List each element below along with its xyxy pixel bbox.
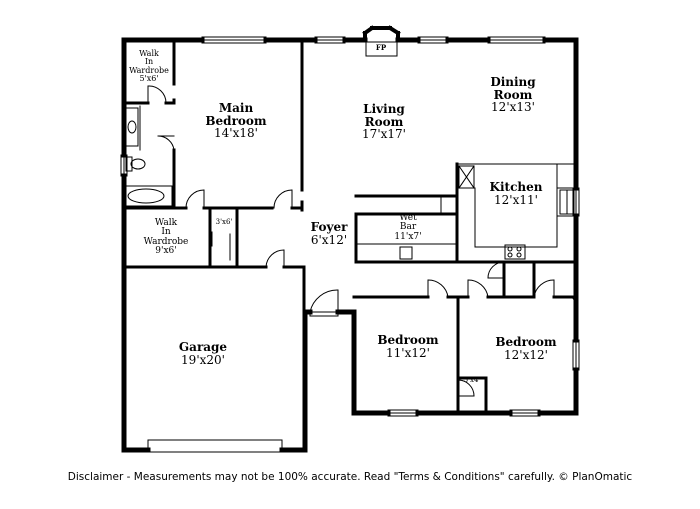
living-room-label: Living Room 17'x17': [362, 102, 406, 142]
bedroom-2-label: Bedroom 11'x12': [377, 333, 439, 360]
fireplace-hearth: [365, 41, 398, 57]
walk-in-wardrobe-bottom-label: Walk In Wardrobe 9'x6': [143, 218, 189, 257]
main-bedroom-label: Main Bedroom 14'x18': [205, 101, 267, 141]
disclaimer-text: Disclaimer - Measurements may not be 100…: [67, 471, 633, 483]
garage-label: Garage 19'x20': [178, 340, 228, 367]
exterior-walls: [121, 37, 579, 453]
hall-closet-label: 3'x6': [215, 218, 233, 226]
bath-fixtures: [125, 105, 173, 207]
bedroom-3-label: Bedroom 12'x12': [495, 335, 557, 362]
doors: [147, 85, 577, 397]
fireplace-label: FP: [375, 43, 387, 52]
wet-bar-label: Wet Bar 11'x7': [394, 213, 422, 242]
small-closet-label: 3'x4': [463, 376, 481, 384]
dining-room-label: Dining Room 12'x13': [490, 75, 536, 115]
garage-door: [147, 439, 283, 453]
kitchen-label: Kitchen 12'x11': [489, 180, 543, 207]
foyer-label: Foyer 6'x12': [310, 220, 348, 247]
fireplace-walls: [362, 25, 401, 42]
windows: [120, 36, 580, 417]
kitchen-counters: [355, 163, 577, 260]
walk-in-wardrobe-top-label: Walk In Wardrobe 5'x6': [129, 49, 169, 84]
